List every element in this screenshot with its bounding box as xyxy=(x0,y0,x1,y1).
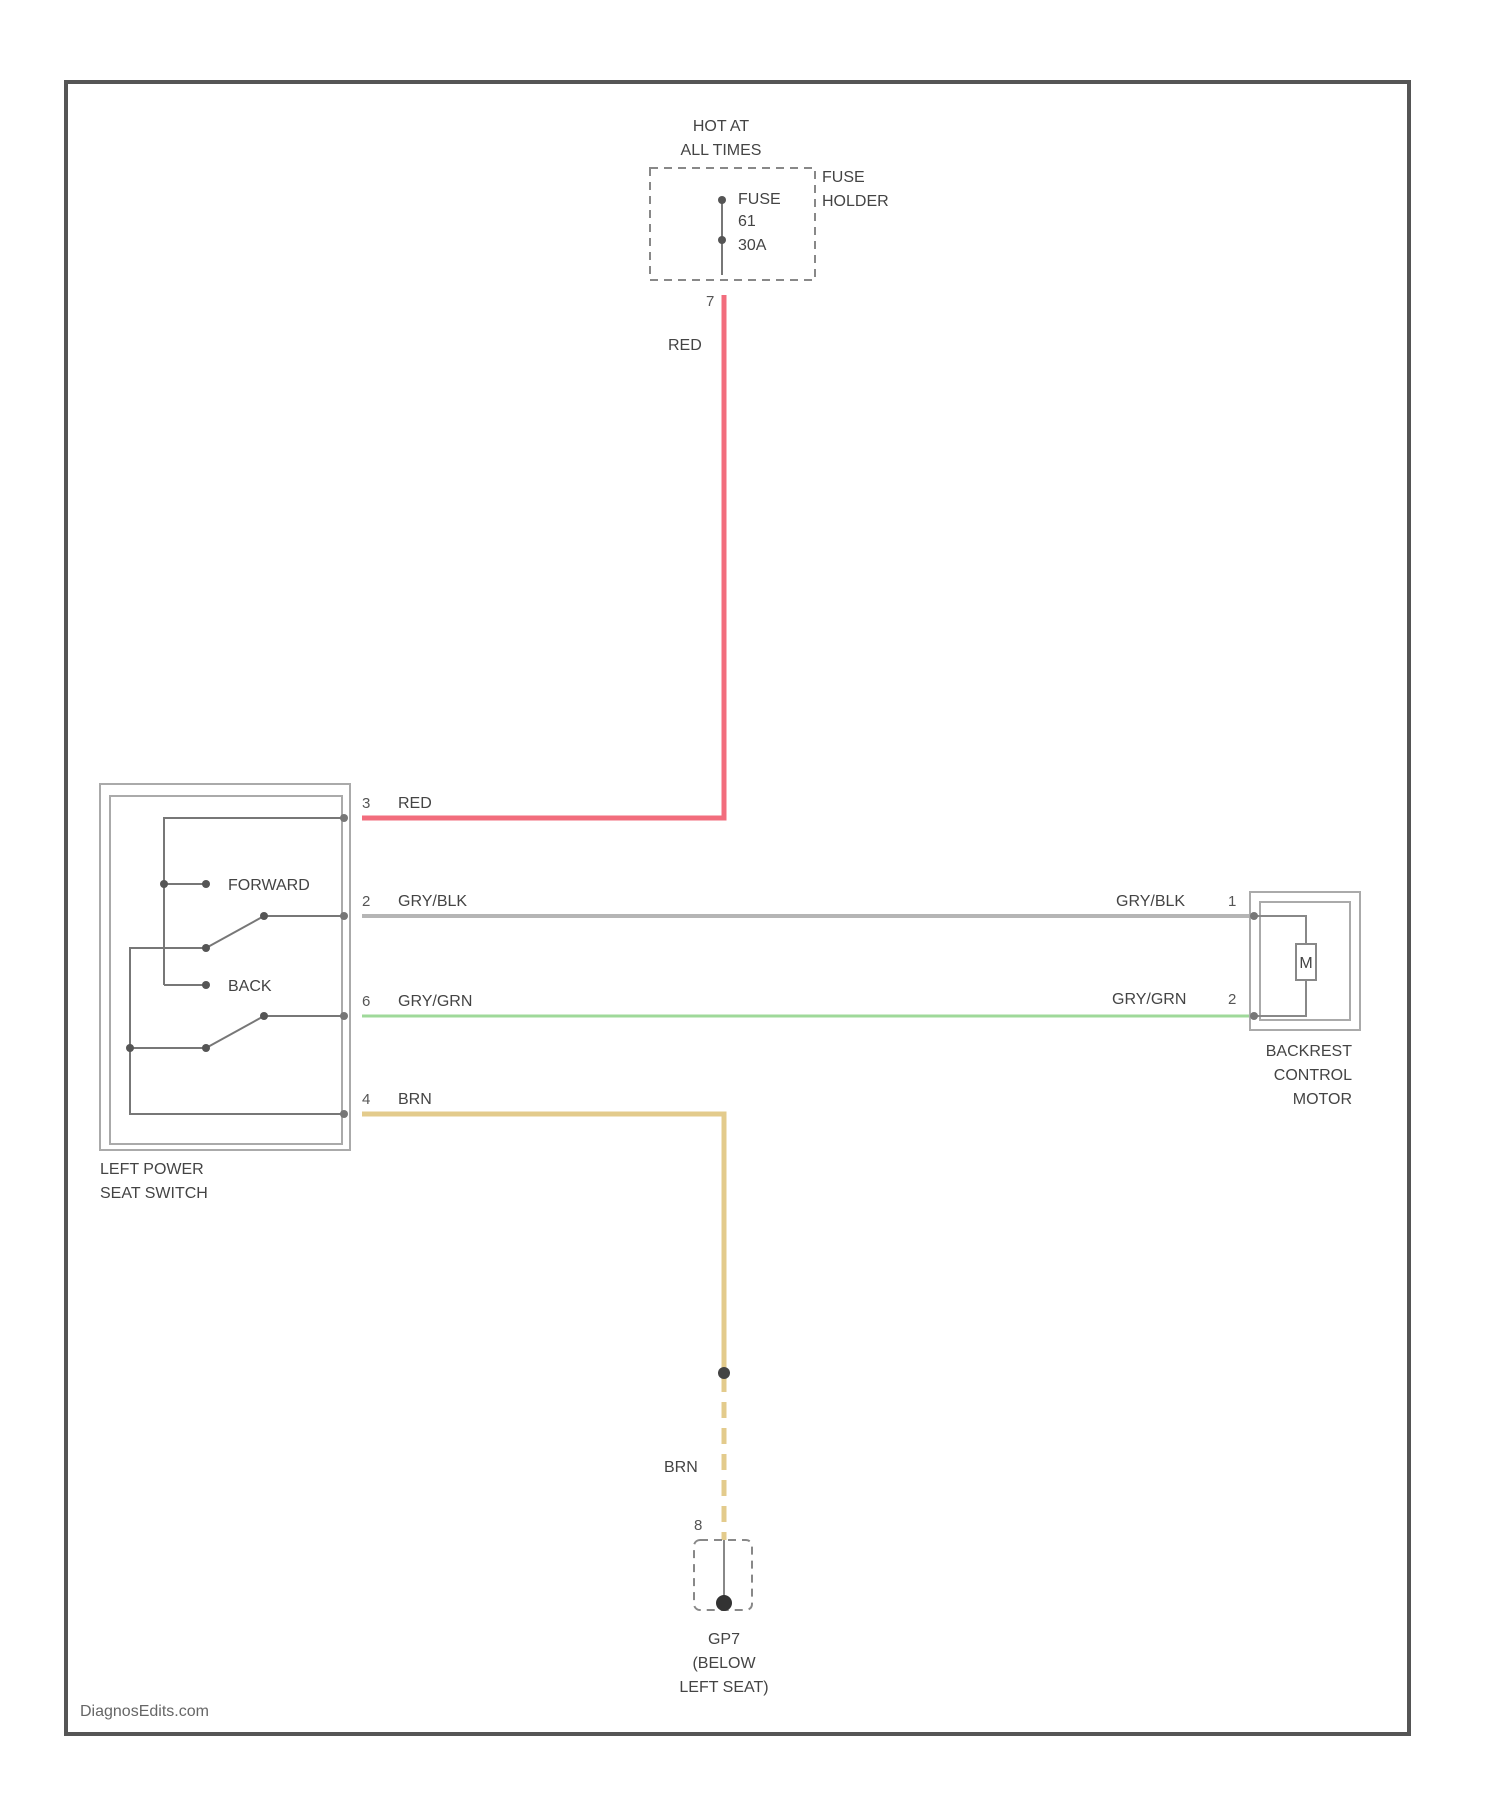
switch-pin-4: 4 xyxy=(362,1091,370,1108)
switch-forward-dot-right xyxy=(202,880,210,888)
switch-upper-dot-b xyxy=(260,912,268,920)
switch-back-label: BACK xyxy=(228,978,272,995)
fuse-holder-box xyxy=(650,168,815,280)
motor-wire-bottom xyxy=(1254,980,1306,1016)
switch-forward-dot-left xyxy=(160,880,168,888)
switch-pin-2: 2 xyxy=(362,893,370,910)
motor-name-line3: MOTOR xyxy=(1293,1091,1352,1108)
fuse-dot-bottom xyxy=(718,236,726,244)
ground-name-line2: (BELOW xyxy=(692,1655,756,1672)
diagram-frame xyxy=(66,82,1409,1734)
fuse-label-line2: 61 xyxy=(738,213,756,230)
ground-point xyxy=(716,1595,732,1611)
motor-pin-1: 1 xyxy=(1228,893,1236,910)
brn-label-ground: BRN xyxy=(664,1459,698,1476)
fuse-holder-line1: FUSE xyxy=(822,169,865,186)
switch-lower-dot-c xyxy=(260,1012,268,1020)
gry-grn-label-right: GRY/GRN xyxy=(1112,991,1186,1008)
fuse-holder-line2: HOLDER xyxy=(822,193,889,210)
brn-label-switch: BRN xyxy=(398,1091,432,1108)
fuse-pin: 7 xyxy=(706,293,714,310)
switch-blade-upper xyxy=(206,916,264,948)
motor-pin-marker-2 xyxy=(1250,1012,1258,1020)
switch-pin-marker-2 xyxy=(340,912,348,920)
switch-back-dot xyxy=(202,981,210,989)
switch-lower-dot-b xyxy=(202,1044,210,1052)
red-wire xyxy=(362,295,724,818)
ground-name-line1: GP7 xyxy=(708,1631,740,1648)
switch-pin-6: 6 xyxy=(362,993,370,1010)
fuse-dot-top xyxy=(718,196,726,204)
motor-pin-2: 2 xyxy=(1228,991,1236,1008)
switch-upper-dot-a xyxy=(202,944,210,952)
fuse-label-line1: FUSE xyxy=(738,191,781,208)
brn-splice-dot xyxy=(718,1367,730,1379)
switch-pin-marker-4 xyxy=(340,1110,348,1118)
fuse-supply-line1: HOT AT xyxy=(693,118,750,135)
fuse-label-line3: 30A xyxy=(738,237,767,254)
switch-pin-3: 3 xyxy=(362,795,370,812)
seat-switch-outer-box xyxy=(100,784,350,1150)
switch-lower-dot-a xyxy=(126,1044,134,1052)
red-wire-label-switch: RED xyxy=(398,795,432,812)
gry-blk-label-right: GRY/BLK xyxy=(1116,893,1185,910)
motor-pin-marker-1 xyxy=(1250,912,1258,920)
motor-name-line2: CONTROL xyxy=(1274,1067,1352,1084)
switch-bus-top xyxy=(164,818,344,985)
switch-forward-label: FORWARD xyxy=(228,877,310,894)
switch-pin-marker-3 xyxy=(340,814,348,822)
switch-pin-marker-6 xyxy=(340,1012,348,1020)
watermark: DiagnosEdits.com xyxy=(80,1703,209,1720)
motor-symbol: M xyxy=(1299,955,1312,972)
switch-name-line2: SEAT SWITCH xyxy=(100,1185,208,1202)
ground-name-line3: LEFT SEAT) xyxy=(679,1679,768,1696)
ground-pin: 8 xyxy=(694,1517,702,1534)
seat-switch-inner-box xyxy=(110,796,342,1144)
motor-wire-top xyxy=(1254,916,1306,944)
gry-grn-label-left: GRY/GRN xyxy=(398,993,472,1010)
switch-blade-lower xyxy=(206,1016,264,1048)
fuse-supply-line2: ALL TIMES xyxy=(681,142,762,159)
brn-wire xyxy=(362,1114,724,1370)
red-wire-label-vertical: RED xyxy=(668,337,702,354)
gry-blk-label-left: GRY/BLK xyxy=(398,893,467,910)
switch-name-line1: LEFT POWER xyxy=(100,1161,204,1178)
motor-name-line1: BACKREST xyxy=(1266,1043,1352,1060)
